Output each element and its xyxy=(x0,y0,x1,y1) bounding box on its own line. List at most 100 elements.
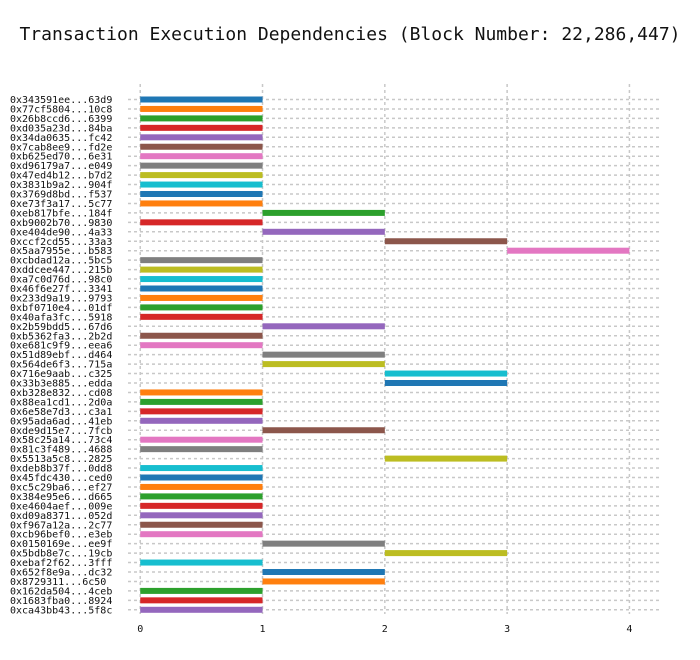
transaction-bar xyxy=(140,531,263,538)
transaction-label: 0x652f8e9a...dc32 xyxy=(10,568,112,579)
transaction-label: 0x384e95e6...d665 xyxy=(10,492,112,503)
x-tick-label: 3 xyxy=(504,624,510,635)
gridlines xyxy=(128,84,660,614)
transaction-label: 0x47ed4b12...b7d2 xyxy=(10,171,112,182)
transaction-bar xyxy=(140,483,263,490)
transaction-bar xyxy=(140,200,263,207)
transaction-label: 0xd035a23d...84ba xyxy=(10,123,112,134)
transaction-bar xyxy=(140,606,263,613)
transaction-label: 0x77cf5804...10c8 xyxy=(10,104,112,115)
transaction-label: 0x40afa3fc...5918 xyxy=(10,312,112,323)
transaction-bar xyxy=(140,96,263,103)
transaction-label: 0xd96179a7...e049 xyxy=(10,161,112,172)
y-tick-labels: 0x343591ee...63d90x77cf5804...10c80x26b8… xyxy=(10,95,112,616)
transaction-bar xyxy=(140,465,263,472)
transaction-label: 0xa7c0d76d...98c0 xyxy=(10,275,112,286)
transaction-bar xyxy=(262,569,385,575)
transaction-bar xyxy=(262,361,385,368)
transaction-label: 0x162da504...4ceb xyxy=(10,586,112,597)
transaction-label: 0x45fdc430...ced0 xyxy=(10,473,112,484)
transaction-label: 0xd09a8371...052d xyxy=(10,511,112,522)
transaction-bar xyxy=(140,294,263,301)
transaction-bar xyxy=(140,266,263,273)
transaction-bar xyxy=(140,285,263,292)
transaction-bar xyxy=(262,578,385,585)
transaction-bar xyxy=(140,389,263,396)
transaction-label: 0xde9d15e7...7fcb xyxy=(10,426,112,437)
transaction-label: 0xbf0710e4...01df xyxy=(10,303,112,314)
transaction-bar xyxy=(140,181,263,188)
transaction-bar xyxy=(140,436,263,443)
transaction-bar xyxy=(262,540,385,547)
transaction-label: 0x46f6e27f...3341 xyxy=(10,284,112,295)
transaction-bar xyxy=(262,209,385,216)
transaction-label: 0x3769d8bd...f537 xyxy=(10,190,112,201)
transaction-bar xyxy=(140,219,263,226)
transaction-bar xyxy=(140,134,263,141)
transaction-label: 0x5aa7955e...b583 xyxy=(10,246,112,257)
transaction-bar xyxy=(140,502,263,509)
transaction-bar xyxy=(507,247,630,254)
transaction-bar xyxy=(140,276,263,283)
transaction-label: 0xccf2cd55...33a3 xyxy=(10,237,112,248)
transaction-label: 0xc5c29ba6...ef27 xyxy=(10,482,112,493)
transaction-bar xyxy=(140,304,263,311)
transaction-bar xyxy=(140,512,263,519)
x-tick-label: 0 xyxy=(137,624,143,635)
transaction-label: 0xdeb8b37f...0dd8 xyxy=(10,464,112,475)
transaction-bar xyxy=(262,351,385,358)
chart-title: Transaction Execution Dependencies (Bloc… xyxy=(19,24,680,45)
transaction-bar xyxy=(384,550,508,557)
x-tick-label: 2 xyxy=(382,624,388,635)
transaction-label: 0xb328e832...cd08 xyxy=(10,388,112,399)
transaction-label: 0xb5362fa3...2b2d xyxy=(10,331,112,342)
transaction-bar xyxy=(140,417,263,424)
transaction-label: 0xebaf2f62...3fff xyxy=(10,558,112,569)
transaction-bar xyxy=(384,380,508,386)
transaction-bar xyxy=(262,323,385,330)
transaction-label: 0xeb817bfe...184f xyxy=(10,208,112,219)
transaction-label: 0xddcee447...215b xyxy=(10,265,112,276)
transaction-label: 0x233d9a19...9793 xyxy=(10,293,112,304)
transaction-bar xyxy=(384,370,508,377)
transaction-bar xyxy=(140,408,263,415)
transaction-bar xyxy=(140,153,263,160)
transaction-label: 0x34da0635...fc42 xyxy=(10,133,112,144)
transaction-bar xyxy=(140,597,263,604)
transaction-bar xyxy=(140,162,263,169)
transaction-label: 0x1683fba0...8924 xyxy=(10,596,112,607)
transaction-label: 0x343591ee...63d9 xyxy=(10,95,112,106)
transaction-label: 0x8729311...6c50 xyxy=(10,577,106,588)
transaction-label: 0x716e9aab...c325 xyxy=(10,369,112,380)
transaction-label: 0x51d89ebf...d464 xyxy=(10,350,112,361)
bars xyxy=(140,96,630,613)
transaction-bar xyxy=(140,105,263,112)
transaction-label: 0xb625ed70...6e31 xyxy=(10,152,112,163)
transaction-bar xyxy=(140,191,263,197)
transaction-bar xyxy=(262,228,385,235)
transaction-label: 0xe681c9f9...eea6 xyxy=(10,341,112,352)
transaction-label: 0xca43bb43...5f8c xyxy=(10,605,112,616)
transaction-bar xyxy=(140,398,263,405)
transaction-label: 0x2b59bdd5...67d6 xyxy=(10,322,112,333)
transaction-label: 0x58c25a14...73c4 xyxy=(10,435,112,446)
transaction-bar xyxy=(262,427,385,434)
transaction-bar xyxy=(140,172,263,179)
transaction-label: 0x81c3f489...4688 xyxy=(10,445,112,456)
transaction-label: 0x0150169e...ee9f xyxy=(10,539,112,550)
x-tick-label: 4 xyxy=(626,624,632,635)
transaction-label: 0x88ea1cd1...2d0a xyxy=(10,397,112,408)
transaction-label: 0x5513a5c8...2825 xyxy=(10,454,112,465)
transaction-label: 0x3831b9a2...904f xyxy=(10,180,112,191)
transaction-bar xyxy=(140,124,263,131)
transaction-label: 0xe4604aef...009e xyxy=(10,501,112,512)
transaction-label: 0xf967a12a...2c77 xyxy=(10,520,112,531)
transaction-bar xyxy=(140,446,263,453)
transaction-bar xyxy=(140,115,263,122)
transaction-bar xyxy=(140,143,263,150)
transaction-bar xyxy=(384,455,508,462)
transaction-label: 0xb9002b70...9830 xyxy=(10,218,112,229)
transaction-bar xyxy=(140,332,263,339)
transaction-label: 0x26b8ccd6...6399 xyxy=(10,114,112,125)
